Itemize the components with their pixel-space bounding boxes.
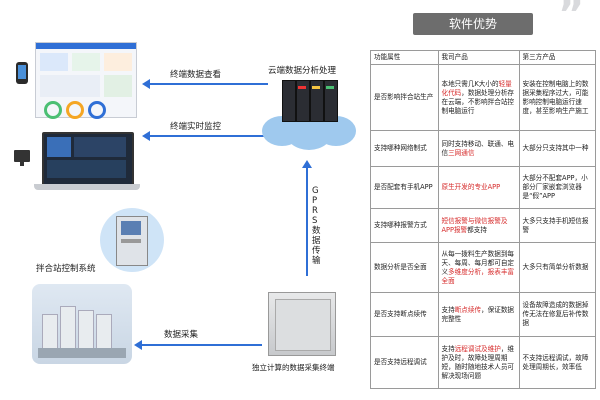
label-terminal-device: 独立计算的数据采集终端 bbox=[252, 363, 335, 372]
row-third: 安装在控制电脑上的数据采集程序过大，可能影响控制电脑运行速度，甚至影响生产施工 bbox=[518, 64, 596, 131]
table-header-row: 功能属性 我司产品 第三方产品 bbox=[370, 50, 596, 65]
table-row: 是否支持远程调试 支持远程调试及维护，维护及时，故障处理周期短，随时随地技术人员… bbox=[370, 336, 596, 389]
arrow-to-laptop bbox=[142, 131, 150, 141]
row-attr: 是否配套有手机APP bbox=[370, 166, 439, 209]
table-row: 数据分析是否全面 从每一拨料生产数据到每天、每周、每月都可自定义多维度分析，报表… bbox=[370, 242, 596, 293]
row-attr: 是否支持断点续传 bbox=[370, 292, 439, 337]
mixing-plant-photo bbox=[32, 284, 132, 364]
row-ours: 本地只需几K大小的轻量化代码，数据处理分析存在云端，不影响拌合站控制电脑运行 bbox=[437, 64, 520, 131]
table-title: 软件优势 bbox=[413, 13, 533, 35]
arrow-up-gprs bbox=[302, 160, 312, 168]
table-row: 支持哪种网络制式 同时支持移动、联通、电信三网通信 大部分只支持其中一种 bbox=[370, 130, 596, 167]
arrow-line-collection bbox=[142, 344, 262, 346]
row-ours: 原生开发的专业APP bbox=[437, 166, 520, 209]
label-terminal-monitor: 终端实时监控 bbox=[170, 122, 222, 132]
label-terminal-view: 终端数据查看 bbox=[170, 70, 222, 80]
row-attr: 支持哪种报警方式 bbox=[370, 208, 439, 243]
row-ours: 从每一拨料生产数据到每天、每周、每月都可自定义多维度分析，报表丰富全面 bbox=[437, 242, 520, 293]
row-third: 大部分只支持其中一种 bbox=[518, 130, 596, 167]
arrow-line-gprs bbox=[306, 168, 308, 276]
cloud-icon bbox=[262, 80, 356, 152]
row-ours: 同时支持移动、联通、电信三网通信 bbox=[437, 130, 520, 167]
label-gprs: GPRS数据传输 bbox=[312, 186, 321, 266]
row-third: 不支持远程调试，故障处理周期长，效率低 bbox=[518, 336, 596, 389]
row-third: 大部分不配套APP，小部分厂家嵌套浏览器是“假”APP bbox=[518, 166, 596, 209]
system-diagram: 终端数据查看 终端实时监控 云端数据分析处理 GPRS数据传输 拌合站控制系统 … bbox=[14, 42, 356, 372]
label-mixing-system: 拌合站控制系统 bbox=[36, 264, 96, 274]
row-attr: 支持哪种网络制式 bbox=[370, 130, 439, 167]
table-row: 支持哪种报警方式 短信报警与微信报警及APP报警都支持 大多只支持手机短信报警 bbox=[370, 208, 596, 243]
comparison-table: 功能属性 我司产品 第三方产品 是否影响拌合站生产 本地只需几K大小的轻量化代码… bbox=[370, 50, 596, 389]
row-ours: 短信报警与微信报警及APP报警都支持 bbox=[437, 208, 520, 243]
row-attr: 是否支持远程调试 bbox=[370, 336, 439, 389]
arrow-line-view bbox=[150, 83, 268, 85]
row-ours: 支持断点续传，保证数据完整性 bbox=[437, 292, 520, 337]
row-third: 大多只有简单分析数据 bbox=[518, 242, 596, 293]
table-row: 是否配套有手机APP 原生开发的专业APP 大部分不配套APP，小部分厂家嵌套浏… bbox=[370, 166, 596, 209]
dashboard-screenshot bbox=[35, 42, 137, 119]
row-attr: 是否影响拌合站生产 bbox=[370, 64, 439, 131]
row-attr: 数据分析是否全面 bbox=[370, 242, 439, 293]
terminal-box-icon bbox=[268, 292, 336, 356]
monitor-icon bbox=[14, 150, 30, 162]
control-cabinet-icon bbox=[116, 216, 148, 266]
table-row: 是否支持断点续传 支持断点续传，保证数据完整性 设备故障造成的数据掉传无法在修复… bbox=[370, 292, 596, 337]
monitor-stand-icon bbox=[20, 162, 24, 166]
arrow-to-phone bbox=[142, 79, 150, 89]
row-third: 设备故障造成的数据掉传无法在修复后补传数据 bbox=[518, 292, 596, 337]
row-third: 大多只支持手机短信报警 bbox=[518, 208, 596, 243]
phone-screen-icon bbox=[18, 65, 26, 79]
row-ours: 支持远程调试及维护，维护及时，故障处理周期短，随时随地技术人员可解决现场问题 bbox=[437, 336, 520, 389]
arrow-to-plant bbox=[134, 340, 142, 350]
arrow-line-monitor bbox=[150, 135, 268, 137]
label-data-collection: 数据采集 bbox=[164, 330, 199, 340]
laptop-screen bbox=[42, 132, 134, 186]
table-row: 是否影响拌合站生产 本地只需几K大小的轻量化代码，数据处理分析存在云端，不影响拌… bbox=[370, 64, 596, 131]
laptop-base bbox=[34, 184, 140, 190]
header-ours: 我司产品 bbox=[437, 50, 520, 65]
label-cloud-analysis: 云端数据分析处理 bbox=[268, 66, 337, 76]
header-attribute: 功能属性 bbox=[370, 50, 439, 65]
decorative-quote-mark: ” bbox=[558, 0, 585, 38]
header-third: 第三方产品 bbox=[518, 50, 596, 65]
